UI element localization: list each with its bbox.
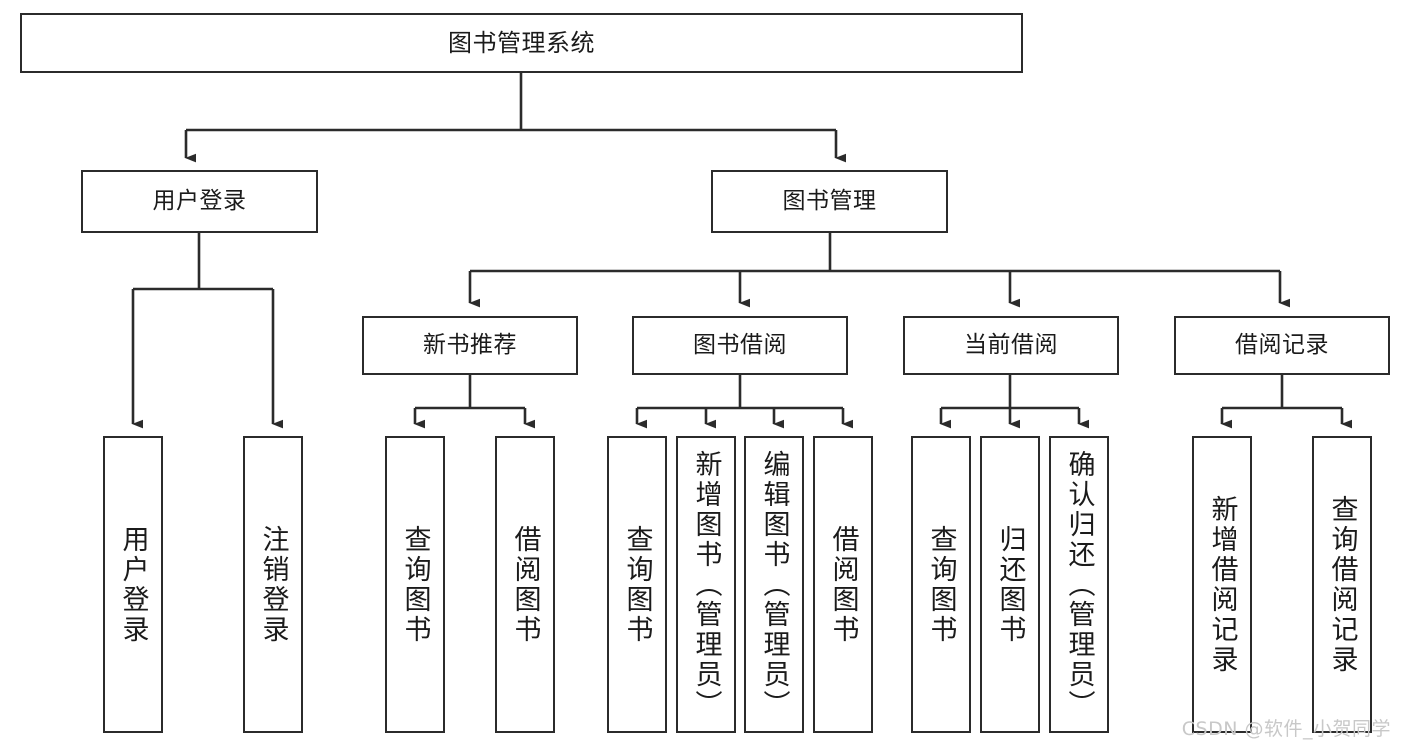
watermark-text: CSDN @软件_小贺同学 [1181, 718, 1391, 740]
node-label: 新书推荐 [423, 331, 517, 358]
node-label: 用户登录 [117, 524, 149, 645]
node-current-borrow[interactable]: 当前借阅 [903, 316, 1119, 375]
node-user-login[interactable]: 用户登录 [81, 170, 318, 233]
node-new-book-rec[interactable]: 新书推荐 [362, 316, 578, 375]
node-label: 查询借阅记录 [1326, 494, 1358, 675]
node-leaf-return-book[interactable]: 归还图书 [980, 436, 1040, 733]
node-label: 图书借阅 [693, 331, 787, 358]
node-label: 确认归还（管理员） [1063, 449, 1095, 720]
node-label: 当前借阅 [964, 331, 1058, 358]
node-label: 用户登录 [152, 187, 247, 214]
node-label: 查询图书 [621, 524, 653, 645]
node-leaf-query-book-2[interactable]: 查询图书 [607, 436, 667, 733]
node-leaf-user-logout[interactable]: 注销登录 [243, 436, 303, 733]
node-leaf-borrow-book-1[interactable]: 借阅图书 [495, 436, 555, 733]
node-label: 借阅图书 [509, 524, 541, 645]
node-label: 编辑图书（管理员） [758, 449, 790, 720]
node-label: 注销登录 [257, 524, 289, 645]
node-leaf-edit-book[interactable]: 编辑图书（管理员） [744, 436, 804, 733]
node-leaf-add-record[interactable]: 新增借阅记录 [1192, 436, 1252, 733]
node-root-system[interactable]: 图书管理系统 [20, 13, 1023, 73]
node-leaf-query-book-1[interactable]: 查询图书 [385, 436, 445, 733]
node-label: 借阅图书 [827, 524, 859, 645]
node-leaf-confirm-return[interactable]: 确认归还（管理员） [1049, 436, 1109, 733]
node-label: 查询图书 [399, 524, 431, 645]
node-leaf-borrow-book-2[interactable]: 借阅图书 [813, 436, 873, 733]
node-label: 新增借阅记录 [1206, 494, 1238, 675]
node-label: 新增图书（管理员） [690, 449, 722, 720]
node-book-manage[interactable]: 图书管理 [711, 170, 948, 233]
node-leaf-add-book[interactable]: 新增图书（管理员） [676, 436, 736, 733]
node-leaf-query-record[interactable]: 查询借阅记录 [1312, 436, 1372, 733]
node-leaf-user-login[interactable]: 用户登录 [103, 436, 163, 733]
node-book-borrow[interactable]: 图书借阅 [632, 316, 848, 375]
node-borrow-record[interactable]: 借阅记录 [1174, 316, 1390, 375]
node-label: 图书管理 [782, 187, 877, 214]
node-label: 归还图书 [994, 524, 1026, 645]
node-label: 查询图书 [925, 524, 957, 645]
node-label: 图书管理系统 [448, 28, 595, 57]
node-label: 借阅记录 [1235, 331, 1329, 358]
node-leaf-query-book-3[interactable]: 查询图书 [911, 436, 971, 733]
